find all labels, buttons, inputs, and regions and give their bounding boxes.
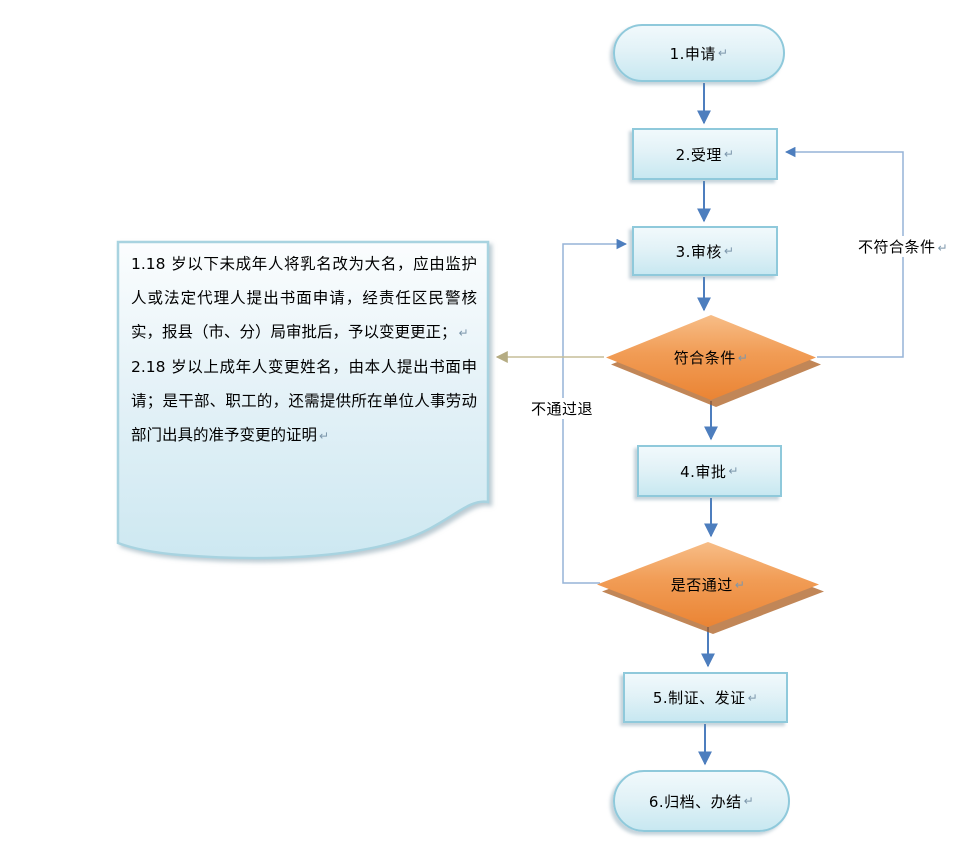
node-approve: 4.审批↵: [637, 445, 782, 497]
node-is-passed: 是否通过↵: [597, 542, 819, 627]
paragraph-return-mark: ↵: [319, 429, 330, 443]
node-issue-label: 5.制证、发证: [652, 689, 746, 707]
paragraph-return-mark: ↵: [728, 464, 739, 478]
node-meets-label: 符合条件: [673, 349, 736, 367]
node-apply: 1.申请↵: [613, 24, 785, 82]
node-approve-label: 4.审批: [680, 462, 727, 481]
node-review: 3.审核↵: [632, 226, 778, 276]
paragraph-return-mark: ↵: [723, 244, 735, 258]
node-review-label: 3.审核: [675, 242, 722, 261]
paragraph-return-mark: ↵: [737, 350, 749, 365]
decision-diamond: 是否通过↵: [597, 542, 819, 627]
paragraph-return-mark: ↵: [717, 46, 729, 60]
node-archive-label: 6.归档、办结: [648, 792, 742, 811]
note-paragraph-2: 2.18 岁以上成年人变更姓名，由本人提出书面申请；是干部、职工的，还需提供所在…: [131, 358, 477, 444]
decision-diamond: 符合条件↵: [606, 315, 816, 400]
paragraph-return-mark: ↵: [458, 326, 469, 340]
node-archive: 6.归档、办结↵: [613, 770, 790, 832]
note-paragraph-1: 1.18 岁以下未成年人将乳名改为大名，应由监护人或法定代理人提出书面申请，经责…: [131, 255, 477, 341]
paragraph-return-mark: ↵: [734, 577, 746, 592]
paragraph-return-mark: ↵: [937, 241, 949, 255]
paragraph-return-mark: ↵: [723, 147, 735, 161]
note-document-shape: [116, 240, 490, 560]
paragraph-return-mark: ↵: [743, 794, 755, 808]
node-accept: 2.受理↵: [632, 128, 778, 180]
paragraph-return-mark: ↵: [747, 690, 759, 705]
node-issue-certificate: 5.制证、发证↵: [623, 672, 788, 723]
node-accept-label: 2.受理: [675, 145, 722, 164]
node-passed-label: 是否通过: [670, 576, 733, 594]
note-text: 1.18 岁以下未成年人将乳名改为大名，应由监护人或法定代理人提出书面申请，经责…: [131, 247, 477, 453]
node-meets-conditions: 符合条件↵: [606, 315, 816, 400]
edge-label-not-meet-conditions: 不符合条件↵: [856, 236, 951, 257]
edge-label-not-pass-return: 不通过退: [529, 398, 596, 419]
note-document-path: [116, 240, 490, 560]
node-apply-label: 1.申请: [669, 44, 716, 63]
